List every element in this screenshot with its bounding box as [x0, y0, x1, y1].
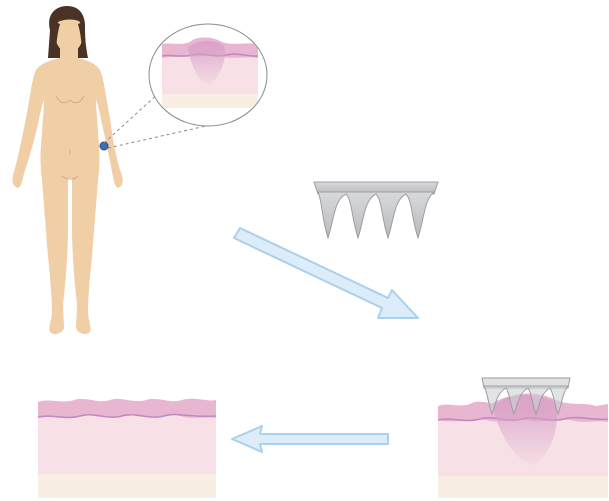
- microneedle-patch: [314, 182, 438, 238]
- woman-figure: [12, 6, 122, 334]
- lesion-marker: [100, 142, 108, 150]
- apply-patch-arrow: [234, 228, 418, 318]
- healed-skin: [38, 399, 216, 498]
- skin-with-patch: [438, 378, 608, 498]
- body-silhouette: [12, 48, 122, 334]
- skin-zoom-callout: [148, 24, 268, 128]
- result-arrow: [232, 426, 388, 452]
